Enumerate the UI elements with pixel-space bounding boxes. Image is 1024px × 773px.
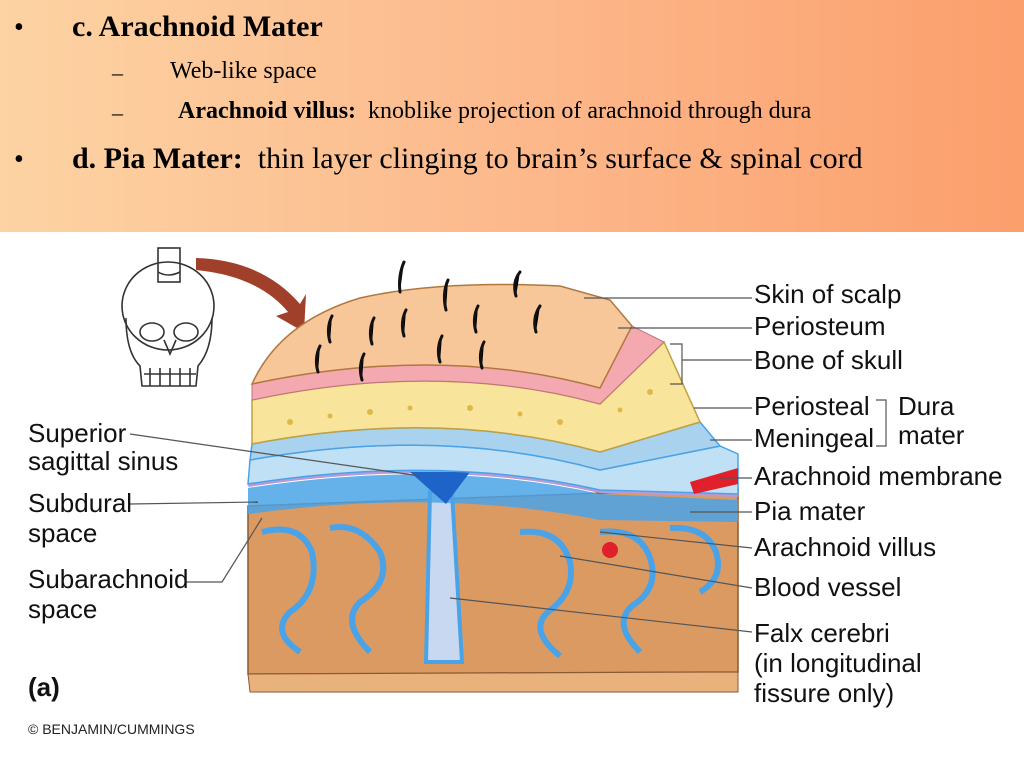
label-pia-mater: Pia mater [754, 496, 866, 526]
dash-marker: – [112, 100, 123, 125]
label-periosteum: Periosteum [754, 311, 886, 341]
label-bone-of-skull: Bone of skull [754, 345, 903, 375]
meninges-diagram: Skin of scalp Periosteum Bone of skull P… [28, 247, 1003, 737]
label-skin-of-scalp: Skin of scalp [754, 279, 901, 309]
pointer-arrow [196, 258, 306, 332]
label-subdural-space: space [28, 518, 97, 548]
label-mater: mater [898, 420, 965, 450]
leader-lines [129, 297, 887, 633]
label-dura: Dura [898, 391, 955, 421]
skull-icon [121, 247, 215, 387]
def-pia-mater: thin layer clinging to brain’s surface &… [257, 142, 863, 175]
dash-marker: – [112, 60, 123, 85]
bone-texture [287, 389, 653, 425]
bullet-marker: • [14, 144, 24, 175]
panel-letter: (a) [28, 672, 60, 702]
vessel-dot [602, 542, 618, 558]
sagittal-sinus [410, 472, 470, 504]
label-falx-cerebri-line3: fissure only) [754, 678, 894, 708]
sub-web-like-space: Web-like space [170, 58, 317, 84]
sub-arachnoid-villus: Arachnoid villus: knoblike projection of… [178, 98, 811, 125]
label-blood-vessel: Blood vessel [754, 572, 901, 602]
bullet-marker: • [14, 12, 24, 43]
meninges-figure: Skin of scalp Periosteum Bone of skull P… [0, 232, 1024, 768]
label-meningeal: Meningeal [754, 423, 874, 453]
bullet-arachnoid-mater: c. Arachnoid Mater [72, 10, 323, 43]
label-arachnoid-membrane: Arachnoid membrane [754, 461, 1003, 491]
slide-header: • c. Arachnoid Mater – Web-like space – … [0, 0, 1024, 232]
term-pia-mater: d. Pia Mater: [72, 142, 243, 175]
label-superior: Superior [28, 418, 127, 448]
bullet-pia-mater: d. Pia Mater: thin layer clinging to bra… [72, 142, 863, 176]
label-falx-cerebri-line2: (in longitudinal [754, 648, 922, 678]
label-subarachnoid: Subarachnoid [28, 564, 188, 594]
label-sagittal-sinus: sagittal sinus [28, 446, 178, 476]
label-falx-cerebri: Falx cerebri [754, 618, 890, 648]
arachnoid-layer [248, 474, 738, 522]
label-subarachnoid-space: space [28, 594, 97, 624]
blood-vessel [690, 468, 738, 494]
copyright-credit: © BENJAMIN/CUMMINGS [28, 721, 195, 737]
label-periosteal: Periosteal [754, 391, 870, 421]
hair-strands [314, 260, 542, 382]
label-subdural: Subdural [28, 488, 132, 518]
def-arachnoid-villus: knoblike projection of arachnoid through… [368, 98, 812, 124]
label-arachnoid-villus: Arachnoid villus [754, 532, 936, 562]
term-arachnoid-villus: Arachnoid villus: [178, 98, 357, 124]
